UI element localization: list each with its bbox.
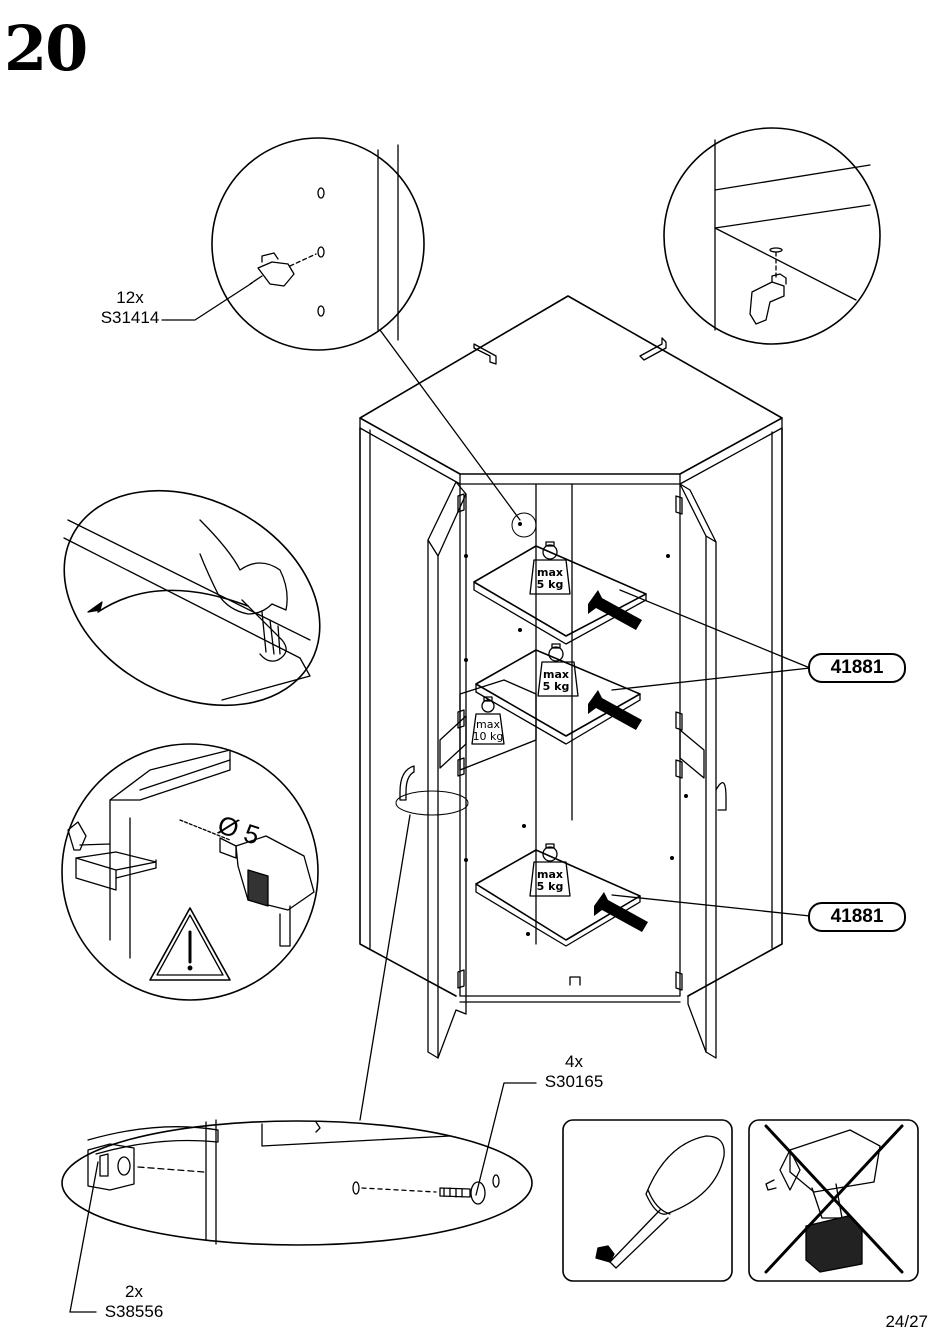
leader-screw bbox=[476, 1083, 536, 1195]
shelf-part-label-bottom: 41881 bbox=[808, 902, 906, 932]
load-corner-kg: 10 kg bbox=[473, 730, 504, 743]
load-corner-max: max bbox=[476, 718, 500, 731]
load-bottom-max: max bbox=[537, 868, 563, 881]
load-top-max: max bbox=[537, 566, 563, 579]
leader-handle-detail bbox=[360, 815, 410, 1120]
step-number: 20 bbox=[4, 12, 88, 85]
handle-code: S38556 bbox=[104, 1302, 164, 1321]
detail-circle-drill bbox=[62, 744, 318, 1000]
handle-qty: 2x bbox=[125, 1282, 143, 1301]
bracket-qty: 12x bbox=[116, 288, 144, 307]
corner-wardrobe-illustration bbox=[360, 296, 782, 1058]
handle-callout: 2x S38556 bbox=[94, 1282, 174, 1322]
drill-diameter-label: Ø 5 bbox=[214, 809, 263, 850]
detail-ellipse-handle-mount bbox=[62, 1120, 532, 1245]
load-bottom-kg: 5 kg bbox=[537, 880, 564, 893]
bracket-code: S31414 bbox=[100, 308, 160, 327]
load-middle-max: max bbox=[543, 668, 569, 681]
detail-ellipse-peel-film bbox=[27, 448, 357, 748]
leader-shelf-middle bbox=[612, 668, 810, 690]
tool-drill-forbidden bbox=[749, 1120, 918, 1281]
tool-screwdriver-allowed bbox=[563, 1120, 732, 1281]
shelf-part-label-top: 41881 bbox=[808, 653, 906, 683]
leader-shelf-bottom bbox=[612, 895, 810, 916]
page-number: 24/27 bbox=[885, 1312, 928, 1331]
load-top-kg: 5 kg bbox=[537, 578, 564, 591]
leader-shelf-top bbox=[620, 590, 810, 668]
screw-callout: 4x S30165 bbox=[534, 1052, 614, 1092]
leader-bracket bbox=[162, 283, 252, 320]
load-middle-kg: 5 kg bbox=[543, 680, 570, 693]
detail-circle-bracket-mounted bbox=[664, 128, 880, 344]
screw-qty: 4x bbox=[565, 1052, 583, 1071]
detail-circle-shelf-support bbox=[212, 138, 424, 350]
screw-code: S30165 bbox=[544, 1072, 604, 1091]
bracket-callout: 12x S31414 bbox=[100, 288, 160, 328]
leader-support-detail bbox=[380, 330, 520, 520]
